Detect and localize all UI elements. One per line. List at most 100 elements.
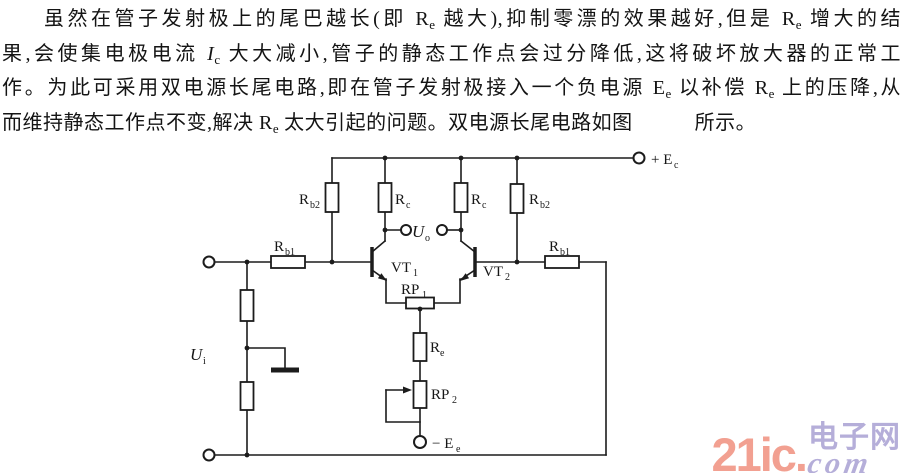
svg-text:VT: VT: [483, 264, 503, 280]
resistor-rc-right: [453, 182, 469, 213]
svg-text:i: i: [203, 356, 206, 367]
text-run: 所示。: [694, 111, 757, 134]
svg-text:o: o: [425, 233, 430, 244]
terminal-uo-right: [436, 224, 448, 236]
resistor-rc-left: [377, 182, 393, 213]
watermark-brand: 21ic.: [711, 428, 808, 473]
text-run-sub: e: [768, 86, 775, 101]
circuit-wires: [213, 157, 634, 456]
label-ee: − E e: [432, 436, 461, 455]
arrows: [377, 273, 470, 394]
paragraph: 虽然在管子发射极上的尾巴越长(即 Re 越大),抑制零漂的效果越好,但是 Re …: [2, 5, 901, 143]
svg-text:2: 2: [452, 395, 457, 406]
watermark-tld: com: [805, 447, 875, 473]
resistor-re: [412, 332, 428, 362]
ground-branch: [246, 347, 286, 368]
svg-text:1: 1: [413, 268, 418, 279]
text-run-sub: e: [429, 17, 435, 32]
text-run-sub: e: [795, 17, 802, 32]
svg-text:b1: b1: [560, 247, 570, 258]
label-ec: + E c: [651, 152, 679, 171]
text-run: 以补偿 R: [671, 77, 769, 99]
resistor-rb2-right: [509, 183, 525, 214]
terminals: [202, 151, 646, 462]
svg-text:RP: RP: [431, 387, 449, 403]
potentiometer-rp2: [412, 380, 428, 409]
svg-text:R: R: [471, 192, 481, 208]
label-rc-right: R c: [471, 192, 487, 211]
vt1-collector: [370, 239, 387, 254]
watermark-cn-text: 电子网: [808, 421, 901, 455]
svg-text:c: c: [674, 160, 679, 171]
text-run: 太大引起的问题。双电源长尾电路如图: [278, 111, 633, 134]
svg-text:b2: b2: [540, 200, 550, 211]
text-run: 虽然在管子发射极上的尾巴越长(即 R: [44, 8, 430, 30]
label-uo: U o: [412, 222, 430, 244]
text-run-var: I: [207, 42, 215, 65]
svg-text:e: e: [456, 444, 461, 455]
text-run-sub: c: [214, 51, 221, 67]
text-run: 果,会使集电极电流: [2, 42, 208, 65]
svg-text:R: R: [529, 192, 539, 208]
text-line-1: 虽然在管子发射极上的尾巴越长(即 Re 越大),抑制零漂的效果越好,但是 Re …: [2, 5, 901, 40]
text-run: 大大减小,管子的静态工作点会过分降低,这将破坏放大器的正常工: [220, 42, 902, 65]
label-rb1-right: R b1: [549, 239, 570, 258]
terminal-ec: [632, 151, 646, 165]
resistor-rb2-left: [324, 182, 340, 213]
svg-text:R: R: [549, 239, 559, 255]
vt1-emitter-arrow-icon: [377, 273, 387, 281]
transistor-bars: [370, 247, 477, 277]
vt2-collector: [459, 239, 477, 254]
svg-text:R: R: [299, 192, 309, 208]
label-rp1: RP 1: [401, 282, 427, 301]
vt2-emitter-arrow-icon: [460, 273, 470, 281]
rp2-wiper-loop: [385, 389, 421, 423]
svg-text:b2: b2: [310, 200, 320, 211]
text-run: 作。为此可采用双电源长尾电路,即在管子发射极接入一个负电源 E: [2, 77, 666, 99]
resistor-divider-lower: [239, 381, 255, 411]
watermark-right: 电子网 com: [805, 421, 901, 473]
svg-text:R: R: [430, 340, 440, 356]
text-line-2: 果,会使集电极电流 Ic 大大减小,管子的静态工作点会过分降低,这将破坏放大器的…: [2, 40, 901, 75]
svg-text:1: 1: [422, 290, 427, 301]
svg-text:+ E: + E: [651, 152, 672, 168]
label-rb1-left: R b1: [274, 239, 295, 258]
rp2-wiper-arrow-icon: [403, 386, 412, 394]
label-rb2-right: R b2: [529, 192, 550, 211]
terminal-input-top: [202, 255, 216, 269]
text-run-sub: e: [272, 120, 279, 136]
text-run: 越大),抑制零漂的效果越好,但是 R: [434, 8, 796, 30]
svg-text:R: R: [395, 192, 405, 208]
svg-text:e: e: [440, 348, 445, 359]
label-vt1: VT 1: [391, 260, 418, 279]
resistor-divider-upper: [239, 289, 255, 322]
vt1-emitter-wire: [385, 278, 408, 304]
svg-text:RP: RP: [401, 282, 419, 298]
terminal-uo-left: [400, 224, 412, 236]
vt2-emitter-wire: [434, 278, 461, 304]
text-run: 而维持静态工作点不变,解决 R: [2, 111, 273, 134]
svg-text:U: U: [412, 222, 426, 241]
terminal-input-bottom: [202, 448, 216, 462]
resistors: [239, 182, 580, 411]
text-run-sub: e: [665, 86, 672, 101]
label-rb2-left: R b2: [299, 192, 320, 211]
text-run: 增大的结: [801, 8, 902, 30]
text-line-4: 而维持静态工作点不变,解决 Re 太大引起的问题。双电源长尾电路如图 所示。: [2, 109, 901, 144]
svg-text:R: R: [274, 239, 284, 255]
svg-text:b1: b1: [285, 247, 295, 258]
watermark: 21ic. 电子网 com: [711, 423, 901, 473]
junction-dots: [244, 155, 520, 458]
label-ui: U i: [190, 345, 206, 367]
svg-text:c: c: [406, 200, 411, 211]
svg-text:2: 2: [505, 272, 510, 283]
terminal-ee: [413, 435, 427, 449]
label-vt2: VT 2: [483, 264, 510, 283]
label-re: R e: [430, 340, 445, 359]
svg-text:U: U: [190, 345, 204, 364]
text-run: 上的压降,从: [774, 77, 902, 99]
svg-text:− E: − E: [432, 436, 453, 452]
resistor-rb1-left: [270, 255, 306, 269]
svg-text:VT: VT: [391, 260, 411, 276]
